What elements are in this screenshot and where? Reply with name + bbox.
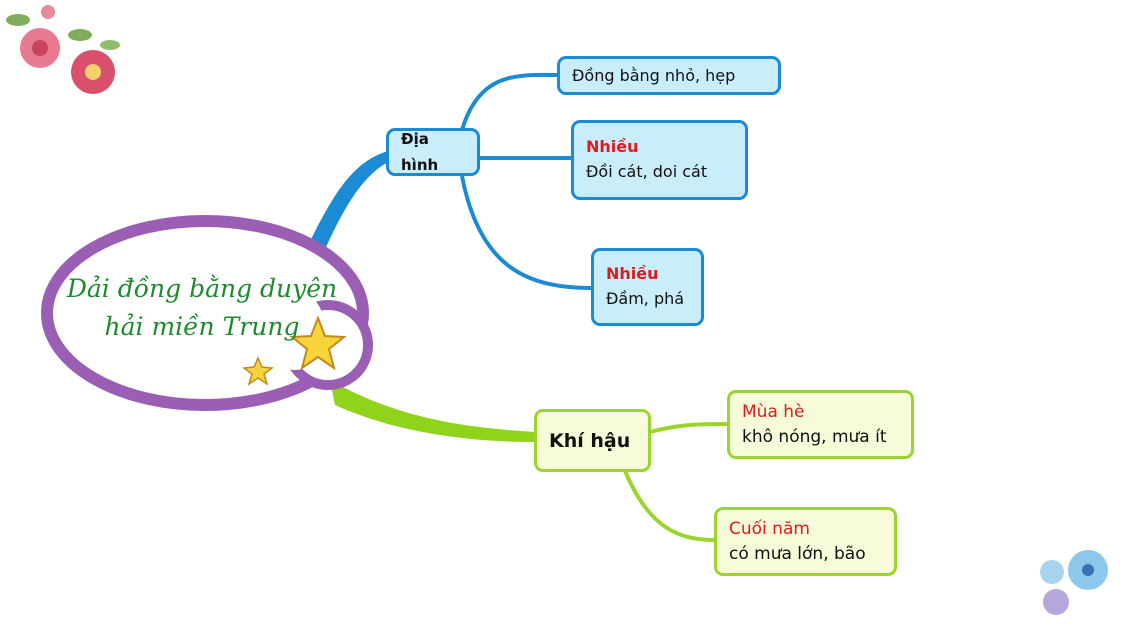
node-dong-bang[interactable]: Đồng bằng nhỏ, hẹp [557,56,781,95]
node-khi-hau[interactable]: Khí hậu [534,409,651,472]
node-dia-hinh[interactable]: Địa hình [386,128,480,176]
star-icon [289,315,347,371]
node-text: Đồi cát, doi cát [586,162,708,181]
central-topic-line2: hải miền Trung [104,312,300,341]
flower-decoration-bottom-right [1040,550,1108,615]
node-label: Địa hình [401,130,439,174]
node-text: khô nóng, mưa ít [742,426,887,447]
node-text: Đồng bằng nhỏ, hẹp [572,65,736,85]
node-highlight: Nhiều [586,137,639,156]
node-dam-pha[interactable]: Nhiều Đầm, phá [591,248,704,326]
node-mua-he[interactable]: Mùa hè khô nóng, mưa ít [727,390,914,459]
branch-dia-hinh [300,150,392,265]
flower-decoration-top-left [6,5,120,94]
node-cuoi-nam[interactable]: Cuối năm có mưa lớn, bão [714,507,897,576]
connector-3 [460,175,593,290]
central-topic-line1: Dải đồng bằng duyên [66,274,338,303]
star-icon [242,356,274,386]
connector-5 [623,470,717,542]
node-text: Đầm, phá [606,289,685,308]
connector-1 [460,72,561,131]
node-highlight: Mùa hè [742,401,805,422]
node-doi-cat[interactable]: Nhiều Đồi cát, doi cát [571,120,748,200]
node-text: có mưa lớn, bão [729,543,866,564]
branch-khi-hau [330,380,536,442]
node-highlight: Nhiều [606,264,659,283]
connector-4 [649,422,729,434]
central-topic: Dải đồng bằng duyên hải miền Trung [52,270,352,346]
node-label: Khí hậu [549,429,631,452]
node-highlight: Cuối năm [729,518,810,539]
